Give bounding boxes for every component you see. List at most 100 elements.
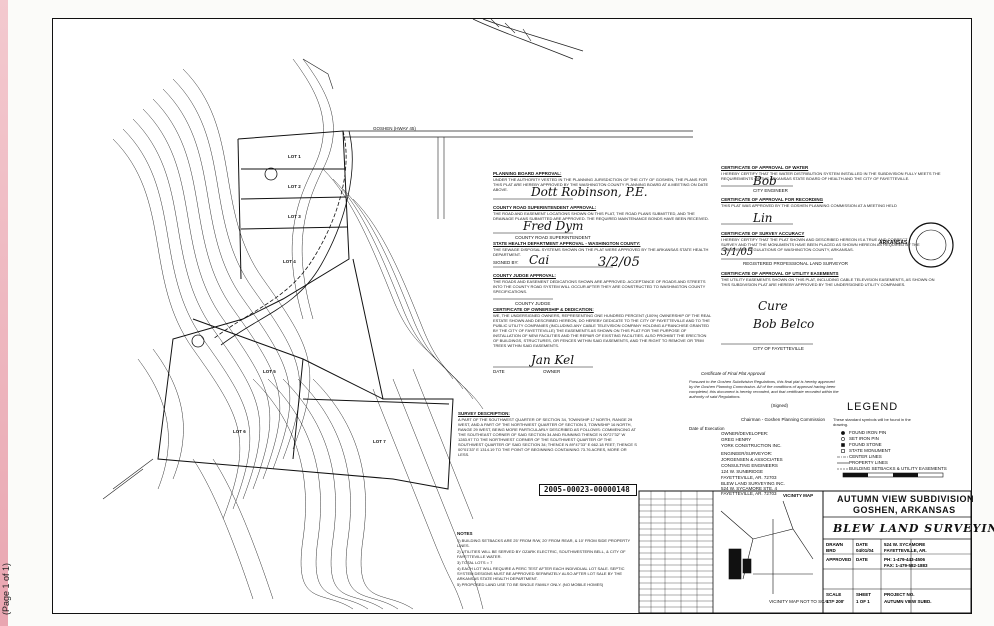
- final-plat-date-label: Date of Execution: [689, 426, 725, 431]
- approved-label: APPROVED: [826, 557, 852, 562]
- note-item: 5) PROPOSED LAND USE TO BE SINGLE FAMILY…: [457, 582, 604, 587]
- label-city-fayetteville: CITY OF FAYETTEVILLE: [753, 346, 804, 351]
- fax: FAX: 1-479-582-1883: [884, 563, 928, 568]
- lot-label: LOT 7: [373, 439, 386, 444]
- seal-text: ARKANSAS: [879, 240, 908, 246]
- legend-item: BUILDING SETBACKS & UTILITY EASEMENTS: [849, 466, 947, 471]
- legend-item: FOUND STONE: [849, 442, 882, 447]
- street-label: GOSHEN (HWAY 45): [373, 126, 416, 131]
- lot-label: LOT 6: [233, 429, 246, 434]
- legend-item: CENTER LINES: [849, 454, 882, 459]
- credit-line: ENGINEER/SURVEYOR:: [721, 451, 773, 456]
- signature-utility-2: Bob Belco: [753, 317, 815, 331]
- surveyor-line: 524 W. SYCAMORE STE. 4: [721, 486, 778, 491]
- drawn-label: DRAWN: [826, 542, 843, 547]
- legend-item: PROPERTY LINES: [849, 460, 888, 465]
- credit-line: JORGENSEN & ASSOCIATES: [721, 457, 783, 462]
- cert-text-recording: THIS PLAT WAS APPROVED BY THE GOSHEN PLA…: [721, 203, 897, 208]
- credit-line: FAYETTEVILLE, AR. 72703: [721, 475, 777, 480]
- signature-date: 3/2/05: [598, 255, 640, 270]
- sheet-label: SHEET: [856, 592, 872, 597]
- lot-label: LOT 5: [263, 369, 276, 374]
- cert-title-utility: CERTIFICATE OF APPROVAL OF UTILITY EASEM…: [721, 271, 839, 276]
- project-location: GOSHEN, ARKANSAS: [853, 505, 956, 515]
- final-plat-title: Certificate of Final Plat Approval: [701, 371, 766, 376]
- credit-line: GREG HENRY: [721, 437, 752, 442]
- cert-text-survey: I HEREBY CERTIFY THAT THE PLAT SHOWN AND…: [721, 237, 920, 252]
- page-indicator: (Page 1 of 1): [1, 560, 16, 620]
- label-owner: OWNER: [543, 369, 561, 374]
- label-registered-surveyor: REGISTERED PROFESSIONAL LAND SURVEYOR: [743, 261, 849, 266]
- company-name: BLEW LAND SURVEYING: [833, 522, 994, 535]
- phone: PH: 1-479-443-4506: [884, 557, 926, 562]
- address: 524 W. SYCAMORE: [884, 542, 926, 547]
- legend-item: FOUND IRON PIN: [849, 430, 887, 435]
- cert-title-recording: CERTIFICATE OF APPROVAL FOR RECORDING: [721, 197, 824, 202]
- label-date-owner: DATE: [493, 369, 505, 374]
- project-no-value: AUTUMN VIEW SUBD.: [884, 599, 932, 604]
- vicinity-map-title: VICINITY MAP: [783, 493, 814, 498]
- cert-title-health: STATE HEALTH DEPARTMENT APPROVAL - WASHI…: [493, 241, 641, 246]
- note-item: 2) UTILITIES WILL BE SERVED BY OZARK ELE…: [457, 549, 626, 559]
- credit-line: CONSULTING ENGINEERS: [721, 463, 778, 468]
- credit-line: 124 W. SUNBRIDGE: [721, 469, 764, 474]
- signature-owner: Jan Kel: [531, 353, 575, 367]
- legend-intro: These standard symbols will be found in …: [833, 417, 911, 427]
- surveyor-line: FAYETTEVILLE, AR. 72703: [721, 491, 777, 496]
- cert-title-survey: CERTIFICATE OF SURVEY ACCURACY: [721, 231, 805, 236]
- legend-title: LEGEND: [847, 401, 899, 413]
- city: FAYETTEVILLE, AR.: [884, 548, 927, 553]
- date-value: 04/01/04: [856, 548, 874, 553]
- date-label: DATE: [856, 542, 868, 547]
- note-item: 1) BUILDING SETBACKS ARE 25' FROM R/W, 2…: [457, 538, 631, 548]
- lot-label: LOT 1: [288, 154, 301, 159]
- legend-item: SET IRON PIN: [849, 436, 879, 441]
- sheet-value: 1 OF 1: [856, 599, 870, 604]
- note-item: 3) TOTAL LOTS = 7: [457, 560, 493, 565]
- credit-line: OWNER/DEVELOPER:: [721, 431, 769, 436]
- final-plat-role: Chairman - Goshen Planning Commission: [741, 417, 826, 422]
- survey-text: A PART OF THE SOUTHWEST QUARTER OF SECTI…: [458, 417, 637, 457]
- label-city-engineer: CITY ENGINEER: [753, 188, 788, 193]
- recording-number: 2005-00023-00000148: [544, 485, 630, 494]
- lot-label: LOT 4: [283, 259, 296, 264]
- signature-planning: Dott Robinson, P.E.: [531, 185, 648, 199]
- lot-label: LOT 3: [288, 214, 301, 219]
- notes-title: NOTES: [457, 531, 473, 536]
- approved-date-label: DATE: [856, 557, 868, 562]
- page-edge-stripe: [0, 0, 8, 626]
- cert-text-utility: THE UTILITY EASEMENTS SHOWN ON THIS PLAT…: [721, 277, 935, 287]
- recording-stamp: 2005-00023-00000148: [539, 484, 637, 496]
- final-plat-text: Pursuant to the Goshen Subdivision Regul…: [689, 379, 839, 399]
- label-signed-by: SIGNED BY:: [493, 260, 519, 265]
- scale-value: 1" = 200': [826, 599, 845, 604]
- signature-health: Cai: [529, 253, 550, 267]
- vicinity-map-note: VICINITY MAP NOT TO SCALE: [769, 599, 833, 604]
- cert-text-ownership: WE, THE UNDERSIGNED OWNERS, REPRESENTING…: [493, 313, 712, 348]
- project-title: AUTUMN VIEW SUBDIVISION: [837, 494, 975, 504]
- cert-title-judge: COUNTY JUDGE APPROVAL:: [493, 273, 556, 278]
- surveyor-line: BLEW LAND SURVEYING INC.: [721, 481, 785, 486]
- cert-title-road: COUNTY ROAD SUPERINTENDENT APPROVAL:: [493, 205, 597, 210]
- cert-text-judge: THE ROADS AND EASEMENT DEDICATIONS SHOWN…: [493, 279, 706, 294]
- cert-text-planning: UNDER THE AUTHORITY VESTED IN THE PLANNI…: [493, 177, 709, 192]
- signature-water: Bob: [753, 174, 777, 188]
- drawn-value: BRD: [826, 548, 836, 553]
- label-county-road-supt: COUNTY ROAD SUPERINTENDENT: [515, 235, 591, 240]
- scale-label: SCALE: [826, 592, 842, 597]
- page-indicator-text: (Page 1 of 1): [1, 562, 12, 616]
- signature-utility-1: Cure: [758, 299, 788, 313]
- plat-drawing: [102, 19, 971, 613]
- cert-text-water: I HEREBY CERTIFY THAT THE WATER DISTRIBU…: [721, 171, 941, 181]
- plat-sheet: PLANNING BOARD APPROVAL: UNDER THE AUTHO…: [52, 18, 994, 614]
- legend-item: STATE MONUMENT: [849, 448, 891, 453]
- signature-recording: Lin: [753, 211, 773, 225]
- signature-survey-date: 3/1/05: [721, 247, 754, 258]
- signature-road: Fred Dym: [523, 219, 584, 233]
- cert-text-health: THE SEWAGE DISPOSAL SYSTEMS SHOWN ON THE…: [493, 247, 709, 257]
- cert-title-ownership: CERTIFICATE OF OWNERSHIP & DEDICATION:: [493, 307, 594, 312]
- final-plat-signed: (Signed): [771, 403, 789, 408]
- project-no-label: PROJECT NO.: [884, 592, 915, 597]
- cert-title-planning: PLANNING BOARD APPROVAL:: [493, 171, 562, 176]
- cert-text-road: THE ROAD AND EASEMENT LOCATIONS SHOWN ON…: [493, 211, 709, 221]
